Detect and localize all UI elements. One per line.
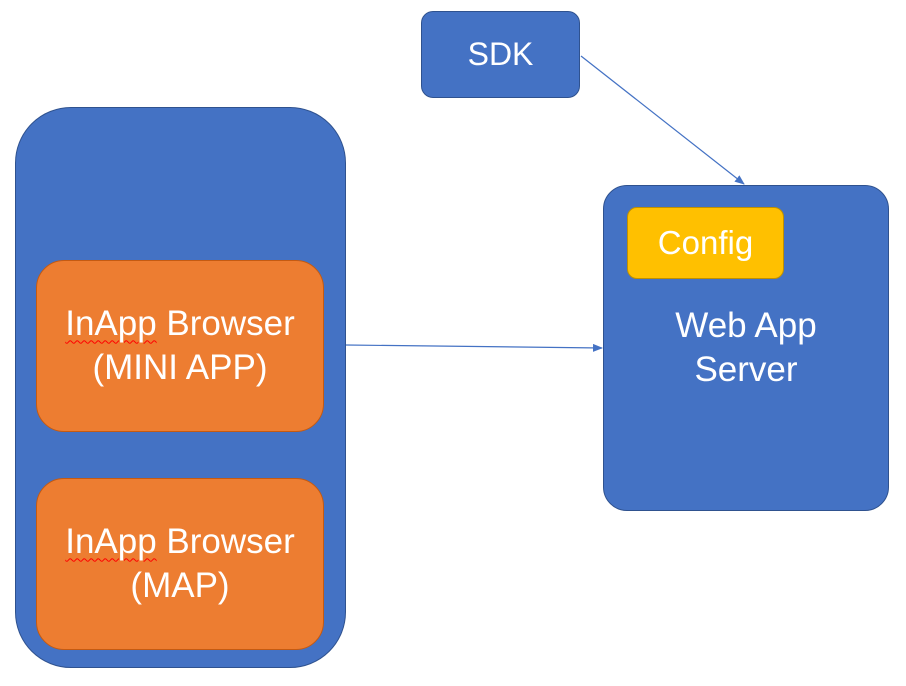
- mini-app-word-inapp: InApp: [65, 304, 157, 344]
- config-label: Config: [657, 224, 754, 261]
- server-label-line1: Web App: [675, 306, 817, 345]
- connector-sdk-to-server: [580, 55, 745, 185]
- inapp-browser-map-node: InApp Browser (MAP): [36, 478, 324, 650]
- map-label-line2: (MAP): [130, 566, 230, 605]
- mini-app-label-line2: (MINI APP): [92, 348, 268, 387]
- map-word-inapp: InApp: [65, 522, 157, 562]
- map-word-browser: Browser: [156, 522, 295, 562]
- inapp-browser-mini-app-node: InApp Browser (MINI APP): [36, 260, 324, 432]
- map-label-line1: InApp Browser: [65, 520, 295, 564]
- sdk-label: SDK: [467, 36, 534, 72]
- config-node: Config: [627, 207, 784, 279]
- server-label-line2: Server: [694, 349, 798, 389]
- mini-app-word-browser: Browser: [156, 304, 295, 344]
- mini-app-label-line1: InApp Browser: [65, 302, 295, 346]
- sdk-node: SDK: [421, 11, 580, 98]
- connector-client-to-server: [345, 343, 603, 352]
